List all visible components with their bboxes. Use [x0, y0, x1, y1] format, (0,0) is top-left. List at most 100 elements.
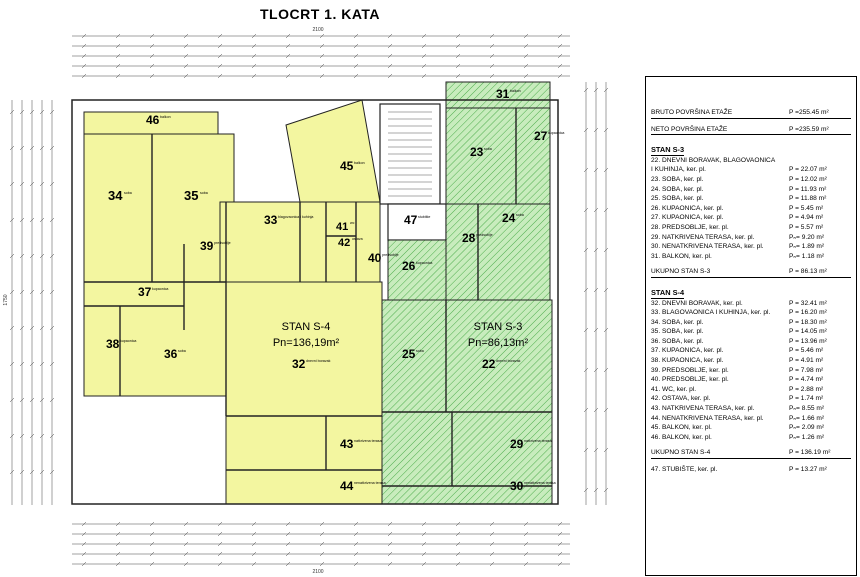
dimension-tick — [39, 109, 45, 115]
dimension-tick — [19, 145, 25, 151]
legend-s4-row-value: P = 5.46 m² — [789, 347, 824, 355]
room-name-42: ostava — [352, 237, 363, 241]
dimension-tick — [251, 43, 257, 49]
dimension-tick — [319, 53, 325, 59]
dimension-tick — [353, 521, 359, 527]
dimension-tick — [523, 561, 529, 567]
legend-s4-row-label: 44. NENATKRIVENA TERASA, ker. pl. — [651, 414, 764, 422]
dimension-tick — [183, 73, 189, 79]
legend-s3-row-label: 28. PREDSOBLJE, ker. pl. — [651, 223, 729, 231]
right-dimension-lines — [585, 82, 607, 505]
legend-s3-total-row: UKUPNO STAN S-3 P = 86.13 m² — [651, 267, 851, 278]
room-number-26: 26 — [402, 259, 416, 273]
dimension-tick — [353, 33, 359, 39]
legend-neto-row: NETO POVRŠINA ETAŽE P =235.59 m² — [651, 125, 851, 136]
s3-label: STAN S-3 — [474, 321, 523, 333]
dimension-tick — [9, 361, 15, 367]
dimension-tick — [603, 447, 609, 453]
legend-s3-row-value: Pₙ= 1.89 m² — [789, 243, 825, 251]
legend-neto-label: NETO POVRŠINA ETAŽE — [651, 125, 728, 133]
legend-bruto-label: BRUTO POVRŠINA ETAŽE — [651, 109, 733, 116]
dimension-tick — [29, 217, 35, 223]
dimension-tick — [29, 361, 35, 367]
dimension-tick — [149, 531, 155, 537]
dimension-tick — [19, 217, 25, 223]
room-number-28: 28 — [462, 231, 476, 245]
dimension-tick — [49, 109, 55, 115]
legend-s4-row: 34. SOBA, ker. pl.P = 18.30 m² — [651, 318, 851, 328]
dimension-tick — [19, 289, 25, 295]
dimension-tick — [49, 325, 55, 331]
dimension-tick — [557, 43, 563, 49]
dimension-tick — [319, 531, 325, 537]
legend-s3-row-label: 22. DNEVNI BORAVAK, BLAGOVAONICA — [651, 156, 776, 164]
dimension-tick — [49, 361, 55, 367]
dimension-tick — [81, 33, 87, 39]
dimension-tick — [593, 287, 599, 293]
legend-s4-row-label: 40. PREDSOBLJE, ker. pl. — [651, 376, 729, 384]
apartment-s4-area — [83, 99, 383, 505]
dimension-tick — [593, 487, 599, 493]
room-number-37: 37 — [138, 285, 152, 299]
legend-s4-row: 33. BLAGOVAONICA I KUHINJA, ker. pl.P = … — [651, 308, 851, 318]
dimension-tick — [421, 551, 427, 557]
dimension-tick — [603, 407, 609, 413]
dimension-tick — [251, 531, 257, 537]
dimension-tick — [81, 63, 87, 69]
dimension-tick — [319, 521, 325, 527]
dimension-tick — [353, 63, 359, 69]
dimension-tick — [19, 253, 25, 259]
dimension-tick — [489, 33, 495, 39]
legend-s4-row: 39. PREDSOBLJE, ker. pl.P = 7.98 m² — [651, 366, 851, 376]
legend-stair-value: P = 13.27 m² — [789, 466, 827, 473]
dimension-tick — [19, 397, 25, 403]
dimension-tick — [353, 541, 359, 547]
dimension-tick — [455, 33, 461, 39]
dimension-tick — [149, 561, 155, 567]
room-name-39: predsoblje — [214, 241, 231, 245]
dimension-tick — [557, 541, 563, 547]
room-name-31: balkon — [510, 89, 521, 93]
room-number-35: 35 — [184, 188, 198, 203]
legend-s4-heading: STAN S-4 — [651, 287, 685, 299]
dimension-tick — [455, 551, 461, 557]
room-number-34: 34 — [108, 188, 123, 203]
top-dimension-lines — [72, 35, 570, 77]
dimension-tick — [149, 521, 155, 527]
dimension-tick — [183, 43, 189, 49]
dimension-tick — [557, 33, 563, 39]
dimension-tick — [81, 531, 87, 537]
dimension-tick — [251, 521, 257, 527]
legend-s4-row-value: Pₙ= 2.09 m² — [789, 424, 825, 432]
dimension-tick — [217, 33, 223, 39]
dimension-tick — [489, 43, 495, 49]
dimension-tick — [489, 561, 495, 567]
room-number-41: 41 — [336, 221, 348, 233]
dimension-tick — [285, 521, 291, 527]
dimension-tick — [455, 73, 461, 79]
dimension-tick — [251, 541, 257, 547]
dimension-tick — [421, 521, 427, 527]
legend-s3-row-value: P = 11.93 m² — [789, 185, 827, 193]
legend-s4-row-label: 38. KUPAONICA, ker. pl. — [651, 357, 724, 365]
dimension-tick — [387, 53, 393, 59]
bottom-total-dimension: 2100 — [312, 569, 323, 575]
dimension-tick — [149, 43, 155, 49]
s4-label: STAN S-4 — [282, 321, 331, 333]
legend-s3-row-value: P = 5.57 m² — [789, 223, 824, 231]
room-name-26: kupaonica — [416, 261, 432, 265]
dimension-tick — [49, 253, 55, 259]
dimension-tick — [183, 33, 189, 39]
dimension-tick — [39, 433, 45, 439]
legend-s4-row: 37. KUPAONICA, ker. pl.P = 5.46 m² — [651, 346, 851, 356]
dimension-tick — [81, 73, 87, 79]
dimension-tick — [81, 551, 87, 557]
dimension-tick — [523, 63, 529, 69]
dimension-tick — [421, 53, 427, 59]
dimension-tick — [593, 87, 599, 93]
room-name-24: soba — [516, 213, 524, 217]
dimension-tick — [115, 43, 121, 49]
dimension-tick — [319, 63, 325, 69]
dimension-tick — [217, 63, 223, 69]
